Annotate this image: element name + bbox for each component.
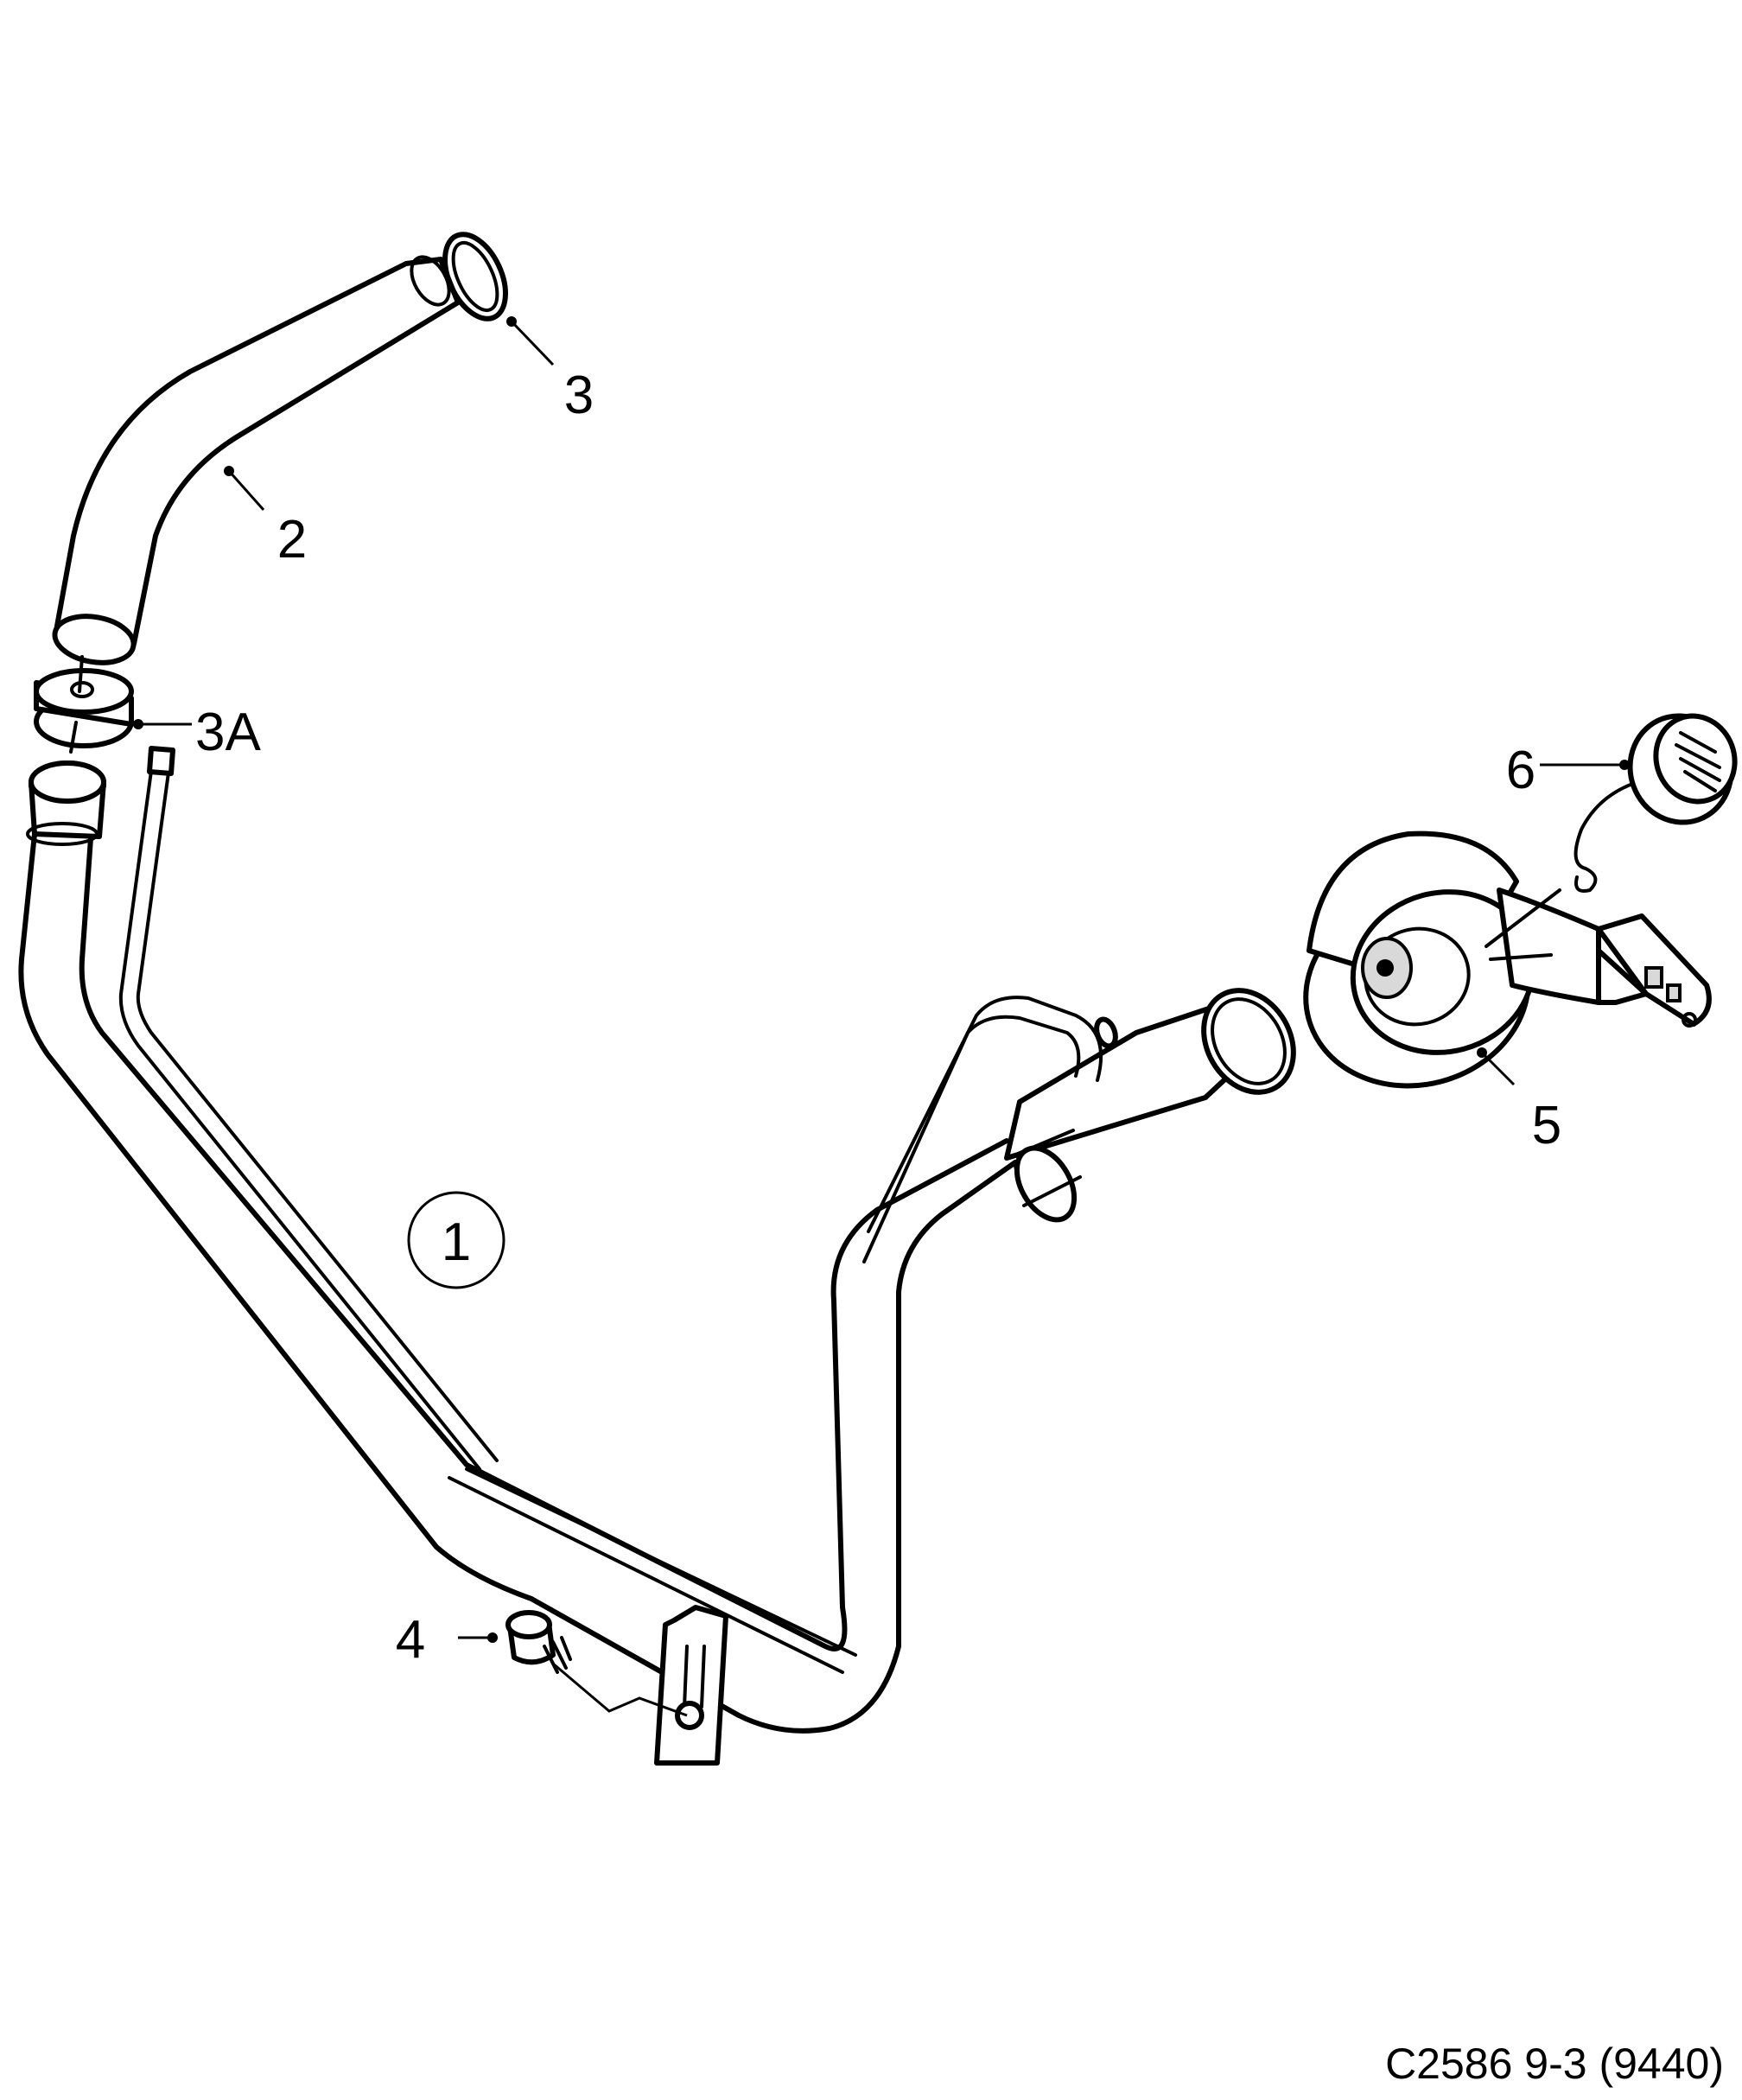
figure-caption: C2586 9-3 (9440) (1385, 2040, 1724, 2088)
callout-1-circle (407, 1191, 505, 1289)
filler-hose-upper (52, 255, 461, 665)
callout-5: 5 (1532, 1096, 1561, 1155)
callout-6: 6 (1506, 741, 1535, 800)
fuel-filler-cap (1574, 713, 1738, 893)
filler-housing (1303, 830, 1712, 1089)
callout-3: 3 (564, 366, 594, 425)
callout-3a: 3A (195, 703, 261, 762)
o-ring-seal (442, 232, 508, 321)
fixing-bolt (505, 1610, 688, 1717)
leader-lines (133, 316, 1630, 1643)
filler-pipe-assembly (18, 746, 1296, 1766)
hose-clamp (34, 655, 134, 754)
callout-2: 2 (277, 510, 307, 570)
callout-1: 1 (442, 1212, 471, 1272)
callout-4: 4 (396, 1610, 425, 1670)
